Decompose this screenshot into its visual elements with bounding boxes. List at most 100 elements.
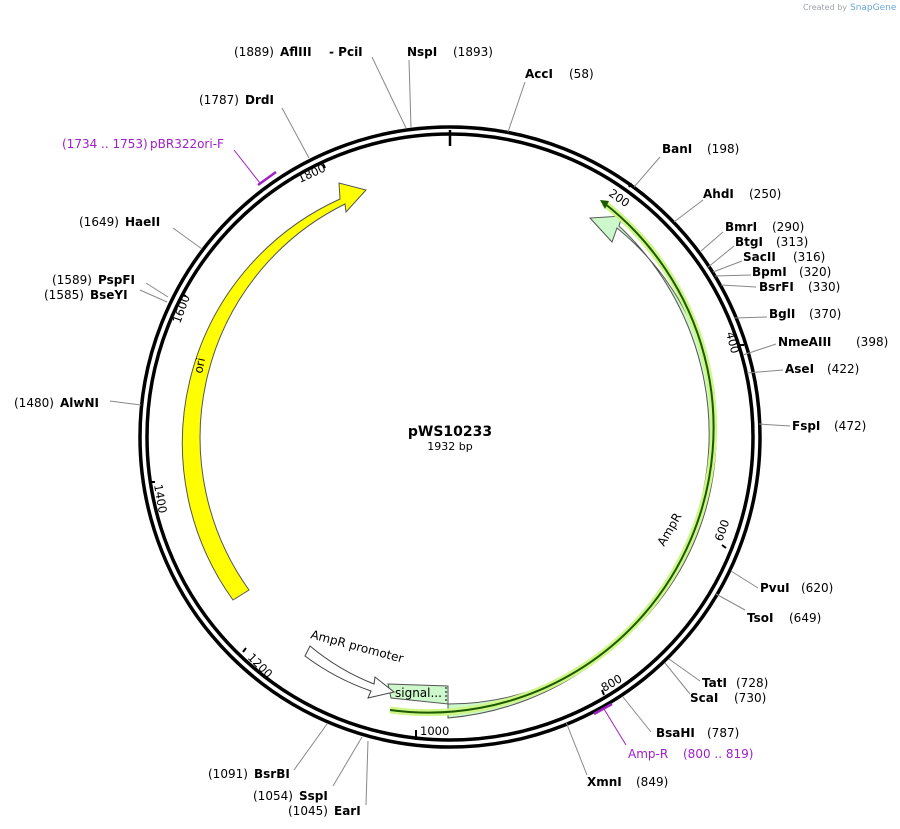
site-nmeaiii-name[interactable]: NmeAIII	[778, 335, 831, 349]
site-haeii-pos: (1649)	[79, 215, 119, 229]
plasmid-length: 1932 bp	[427, 440, 472, 453]
site-afliii-name[interactable]: AflIII	[280, 45, 312, 59]
leader-bmri	[700, 231, 724, 252]
leader-tati	[668, 658, 701, 682]
feature-ampr-promoter[interactable]	[304, 645, 396, 699]
leader-bgli	[733, 316, 768, 319]
feature-ori-label: ori	[191, 356, 208, 374]
site-pspfi-name[interactable]: PspFI	[98, 273, 135, 287]
site-fspi-name[interactable]: FspI	[792, 419, 820, 433]
ruler-tick-200	[628, 182, 632, 188]
site-bsrfi-name[interactable]: BsrFI	[759, 280, 794, 294]
site-labels-left: (1045) EarI (1054) SspI (1091) BsrBI (14…	[14, 45, 363, 818]
site-pvui-pos: (620)	[801, 581, 833, 595]
feature-ori[interactable]	[181, 182, 367, 601]
site-nspi-name[interactable]: NspI	[407, 45, 437, 59]
leader-sacii	[712, 260, 743, 273]
site-bsrbi-name[interactable]: BsrBI	[254, 767, 290, 781]
site-nspi-pos: (1893)	[453, 45, 493, 59]
site-btgi-pos: (313)	[776, 235, 808, 249]
leader-fspi	[758, 423, 791, 427]
site-leaders	[109, 56, 791, 806]
primer-amp-r-mark[interactable]	[593, 702, 613, 716]
site-sacii-pos: (316)	[793, 250, 825, 264]
leader-bsahi	[622, 696, 652, 733]
site-ahdi-name[interactable]: AhdI	[703, 187, 734, 201]
ruler-label-1400: 1400	[151, 483, 170, 514]
site-bgli-name[interactable]: BglI	[769, 307, 795, 321]
site-drdi-name[interactable]: DrdI	[245, 93, 274, 107]
ruler-tick-600	[721, 544, 727, 549]
ruler-label-600: 600	[712, 518, 733, 543]
ruler-label-800: 800	[599, 671, 625, 694]
site-alwni-pos: (1480)	[14, 396, 54, 410]
site-sacii-name[interactable]: SacII	[743, 250, 776, 264]
site-tati-name[interactable]: TatI	[702, 676, 727, 690]
site-labels-right: NspI (1893) AccI (58) BanI (198) AhdI (2…	[407, 45, 888, 789]
site-bsahi-pos: (787)	[707, 726, 739, 740]
site-tati-pos: (728)	[736, 676, 768, 690]
site-bpmi-pos: (320)	[799, 265, 831, 279]
leader-afliii	[371, 56, 407, 129]
site-bsrfi-pos: (330)	[808, 280, 840, 294]
site-tsoi-name[interactable]: TsoI	[747, 611, 773, 625]
site-sspi-pos: (1054)	[253, 789, 293, 803]
primer-amp-r-range: (800 .. 819)	[683, 747, 753, 761]
ruler-tick-1600	[181, 294, 187, 297]
leader-bpmi	[714, 274, 752, 277]
primer-pbr322ori-f-name: pBR322ori-F	[150, 137, 224, 151]
primer-pbr322ori-f-range: (1734 .. 1753)	[62, 137, 148, 151]
site-tsoi-pos: (649)	[789, 611, 821, 625]
ruler-tick-1800	[322, 163, 326, 169]
leader-bsrbi	[293, 723, 328, 771]
leader-bseyi	[139, 289, 168, 303]
credit-prefix: Created by	[803, 3, 847, 12]
site-scai-name[interactable]: ScaI	[690, 691, 718, 705]
ruler-label-400: 400	[723, 330, 742, 355]
site-bpmi-name[interactable]: BpmI	[752, 265, 787, 279]
site-bseyi-name[interactable]: BseYI	[90, 288, 128, 302]
backbone-outer	[138, 125, 762, 749]
site-bmri-name[interactable]: BmrI	[725, 220, 757, 234]
site-asei-name[interactable]: AseI	[785, 362, 814, 376]
site-haeii-name[interactable]: HaeII	[125, 215, 160, 229]
site-alwni-name[interactable]: AlwNI	[60, 396, 99, 410]
site-eari-name[interactable]: EarI	[334, 804, 361, 818]
leader-bani	[633, 156, 661, 188]
site-bmri-pos: (290)	[772, 220, 804, 234]
site-xmni-name[interactable]: XmnI	[587, 775, 622, 789]
site-pcii-name[interactable]: - PciI	[329, 45, 363, 59]
site-scai-pos: (730)	[734, 691, 766, 705]
leader-drdi	[281, 107, 310, 159]
feature-ampr-label: AmpR	[654, 510, 684, 548]
site-eari-pos: (1045)	[288, 804, 328, 818]
leader-alwni	[109, 400, 142, 406]
leader-asei	[746, 369, 784, 374]
site-acci-name[interactable]: AccI	[525, 67, 553, 81]
site-fspi-pos: (472)	[834, 419, 866, 433]
ruler-tick-800	[601, 689, 605, 696]
site-bani-pos: (198)	[707, 142, 739, 156]
site-acci-pos: (58)	[569, 67, 594, 81]
site-bsahi-name[interactable]: BsaHI	[656, 726, 695, 740]
orf-arrowhead	[600, 200, 609, 209]
primer-pbr322ori-f-mark[interactable]	[257, 170, 277, 187]
site-btgi-name[interactable]: BtgI	[735, 235, 763, 249]
site-xmni-pos: (849)	[636, 775, 668, 789]
leader-acci	[507, 81, 526, 133]
leader-nspi	[408, 59, 412, 129]
site-bani-name[interactable]: BanI	[662, 142, 692, 156]
primer-amp-r-leader	[603, 708, 627, 746]
site-pspfi-pos: (1589)	[52, 273, 92, 287]
site-ahdi-pos: (250)	[749, 187, 781, 201]
site-sspi-name[interactable]: SspI	[299, 789, 328, 803]
feature-signal-label: signal...	[395, 686, 442, 700]
site-pvui-name[interactable]: PvuI	[760, 581, 790, 595]
credit-brand[interactable]: SnapGene	[850, 3, 897, 13]
site-drdi-pos: (1787)	[199, 93, 239, 107]
leader-ahdi	[673, 199, 704, 223]
leader-eari	[365, 740, 369, 806]
leader-pspfi	[145, 282, 169, 298]
primer-pbr322ori-f-leader	[233, 149, 261, 184]
site-asei-pos: (422)	[827, 362, 859, 376]
